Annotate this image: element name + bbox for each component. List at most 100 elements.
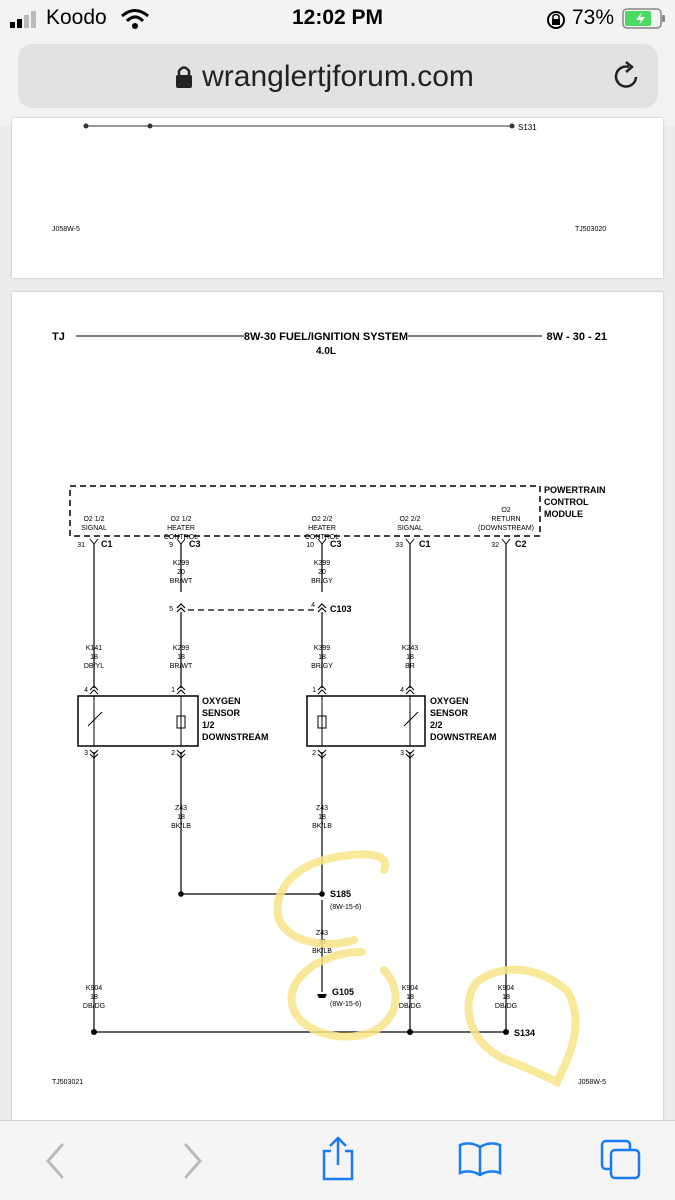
wire-k141-code: K141 <box>86 645 102 652</box>
document-page-1: S131 J058W-5 TJ503020 <box>12 118 663 278</box>
pin-number-4: 33 <box>395 542 403 549</box>
pin-label-4a: O2 2/2 <box>399 516 420 523</box>
chevron-left-icon[interactable] <box>40 1141 70 1181</box>
wire-k904-mid-color: DB/DG <box>399 1003 421 1010</box>
pin-label-3c: CONTROL <box>305 534 339 541</box>
sensor-2-label-2: SENSOR <box>430 708 469 718</box>
pin-label-3b: HEATER <box>308 525 336 532</box>
wire-k399-20-gauge: 20 <box>318 569 326 576</box>
wire-k399-18-code: K399 <box>314 645 330 652</box>
share-icon[interactable] <box>318 1135 358 1183</box>
wire-k904-left-gauge: 18 <box>90 994 98 1001</box>
sensor-2-label-3: 2/2 <box>430 720 443 730</box>
sensor-2-pin-tr: 4 <box>400 687 404 694</box>
sensor-1-pin-bl: 3 <box>84 750 88 757</box>
wire-z43-left-gauge: 18 <box>177 814 185 821</box>
pin-number-3: 10 <box>306 542 314 549</box>
connector-2: C3 <box>189 539 201 549</box>
pin-number-2: 9 <box>169 542 173 549</box>
page-2-footer-right: J058W-5 <box>578 1079 606 1086</box>
wire-k299-20-code: K299 <box>173 560 189 567</box>
document-page-2: TJ 8W-30 FUEL/IGNITION SYSTEM 4.0L 8W - … <box>12 292 663 1122</box>
connector-5: C2 <box>515 539 527 549</box>
wire-k141-gauge: 18 <box>90 654 98 661</box>
sensor-1-label-3: 1/2 <box>202 720 215 730</box>
highlight-circle-s134 <box>464 965 580 1088</box>
wire-k904-left-color: DB/DG <box>83 1003 105 1010</box>
pin-label-5a: O2 <box>501 507 510 514</box>
diagram-vehicle-code: TJ <box>52 331 65 343</box>
c103-pin-right: 4 <box>311 602 315 609</box>
sensor-2-label-4: DOWNSTREAM <box>430 732 497 742</box>
wire-k299-18-code: K299 <box>173 645 189 652</box>
wire-z43-mid-code: Z43 <box>316 805 328 812</box>
chevron-right-icon[interactable] <box>178 1141 208 1181</box>
address-bar[interactable]: wranglertjforum.com <box>18 44 658 108</box>
s134-label: S134 <box>514 1028 535 1038</box>
wire-k399-20-code: K399 <box>314 560 330 567</box>
s185-left-dot <box>178 891 184 897</box>
wire-k299-20-color: BR/WT <box>170 578 193 585</box>
wire-k904-right-color: DB/DG <box>495 1003 517 1010</box>
pcm-label-2: CONTROL <box>544 497 589 507</box>
s185-ref: (8W-15-6) <box>330 904 361 911</box>
pin-label-5b: RETURN <box>491 516 520 523</box>
ground-symbol <box>317 994 327 998</box>
sensor-2-pin-bl: 2 <box>312 750 316 757</box>
pcm-box <box>69 485 541 537</box>
wire-k399-20-color: BR/GY <box>311 578 333 585</box>
wire-k904-left-code: K904 <box>86 985 102 992</box>
sensor-2-pin-tl: 1 <box>312 687 316 694</box>
page-1-right-code: TJ503020 <box>575 226 606 233</box>
connector-4: C1 <box>419 539 431 549</box>
sensor-1-pin-tl: 4 <box>84 687 88 694</box>
wire-k299-20-gauge: 20 <box>177 569 185 576</box>
browser-toolbar <box>0 1120 675 1200</box>
wire-k399-18-gauge: 18 <box>318 654 326 661</box>
wire-k904-mid-code: K904 <box>402 985 418 992</box>
battery-percent: 73% <box>572 6 615 29</box>
orientation-lock-icon <box>547 11 565 29</box>
g105-ref: (8W-15-6) <box>330 1001 361 1008</box>
wire-k904-mid-gauge: 18 <box>406 994 414 1001</box>
status-bar: Koodo 12:02 PM 73% <box>0 0 675 40</box>
s134-mid-dot <box>407 1029 413 1035</box>
highlight-circle-g105 <box>287 948 400 1041</box>
carrier-name: Koodo <box>46 6 107 29</box>
connector-1: C1 <box>101 539 113 549</box>
connector-3: C3 <box>330 539 342 549</box>
sensor-2-label-1: OXYGEN <box>430 696 469 706</box>
pin-label-4b: SIGNAL <box>397 525 423 532</box>
tabs-icon[interactable] <box>598 1137 644 1181</box>
wire-z43-lower-color: BK/LB <box>312 948 332 955</box>
s185-label: S185 <box>330 889 351 899</box>
c103-label: C103 <box>330 604 352 614</box>
sensor-1-pin-tr: 1 <box>171 687 175 694</box>
page-1-diagram: S131 J058W-5 TJ503020 <box>52 123 606 233</box>
wire-z43-lower-code: Z43 <box>316 930 328 937</box>
pcm-label-3: MODULE <box>544 509 583 519</box>
pin-label-2a: O2 1/2 <box>170 516 191 523</box>
reload-icon[interactable] <box>612 60 642 92</box>
wire-k904-right-code: K904 <box>498 985 514 992</box>
sensor-1-box <box>77 695 199 747</box>
pcm-label-1: POWERTRAIN <box>544 485 606 495</box>
wire-k243-code: K243 <box>402 645 418 652</box>
wire-z43-left-color: BK/LB <box>171 823 191 830</box>
book-icon[interactable] <box>456 1139 504 1179</box>
wire-z43-mid-gauge: 18 <box>318 814 326 821</box>
c103-pin-left: 5 <box>169 606 173 613</box>
wifi-icon <box>121 9 149 29</box>
sensor-1-pin-br: 2 <box>171 750 175 757</box>
diagram-title: 8W-30 FUEL/IGNITION SYSTEM <box>244 331 408 343</box>
wire-k399-18-color: BR/GY <box>311 663 333 670</box>
highlight-circle-s185 <box>273 850 390 948</box>
wire-k243-gauge: 18 <box>406 654 414 661</box>
page-2-footer-left: TJ503021 <box>52 1079 83 1086</box>
wiring-diagram: TJ 8W-30 FUEL/IGNITION SYSTEM 4.0L 8W - … <box>52 331 607 1088</box>
partial-splice-label: S131 <box>518 123 537 132</box>
g105-label: G105 <box>332 987 354 997</box>
sensor-1-label-1: OXYGEN <box>202 696 241 706</box>
pin-label-2b: HEATER <box>167 525 195 532</box>
pin-label-1a: O2 1/2 <box>83 516 104 523</box>
